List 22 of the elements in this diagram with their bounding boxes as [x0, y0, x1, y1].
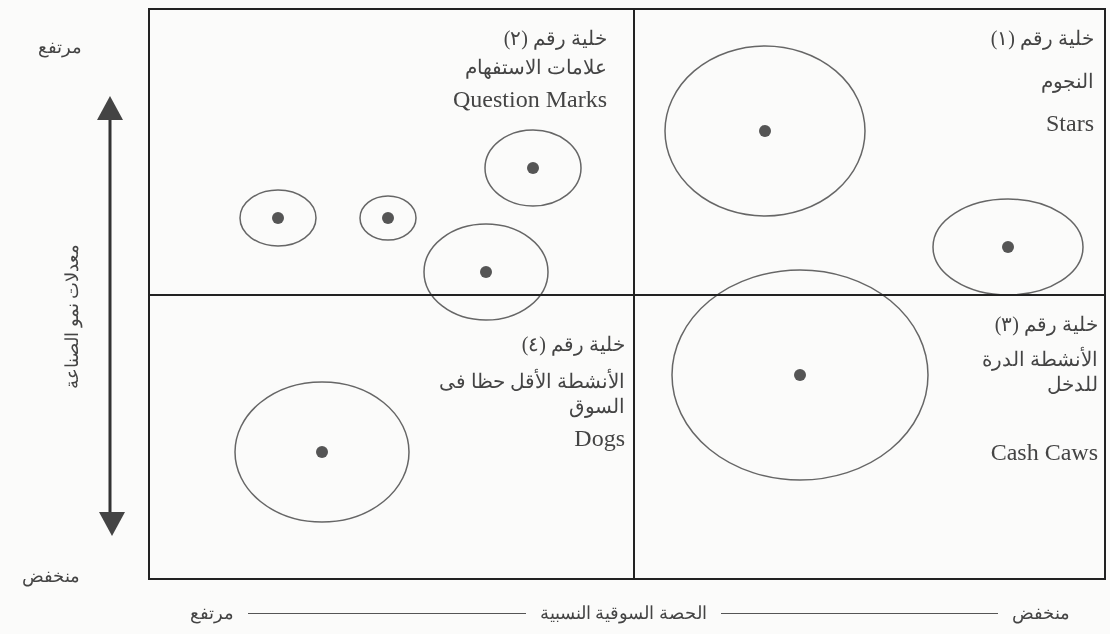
- quadrant-label: Question Marks: [453, 85, 607, 114]
- cell-number: خلية رقم (١): [990, 26, 1094, 51]
- quadrant-label: الأنشطة الدرة للدخل: [981, 347, 1098, 397]
- cell-number: خلية رقم (٢): [503, 26, 607, 51]
- cell-number: خلية رقم (٤): [521, 332, 625, 357]
- quadrant-label: Dogs: [574, 424, 625, 453]
- quadrant-cell: [148, 8, 635, 296]
- quadrant-label: Stars: [1046, 109, 1094, 138]
- quadrant-cell: [633, 294, 1106, 580]
- cell-number: خلية رقم (٣): [994, 312, 1098, 337]
- quadrant-label: Cash Caws: [990, 438, 1098, 467]
- axis-label: منخفض: [1012, 602, 1070, 624]
- quadrant-label: الأنشطة الأقل حظا فى السوق: [438, 369, 625, 419]
- axis-title: الحصة السوقية النسبية: [539, 602, 707, 624]
- quadrant-cell: [148, 294, 635, 580]
- quadrant-cell: [633, 8, 1106, 296]
- axis-label: منخفض: [22, 565, 80, 587]
- quadrant-label: علامات الاستفهام: [465, 55, 607, 80]
- axis-label: مرتفع: [38, 36, 82, 58]
- quadrant-label: النجوم: [1041, 69, 1094, 94]
- axis-label: مرتفع: [190, 602, 234, 624]
- axis-title: معدلات نمو الصناعة: [61, 243, 83, 389]
